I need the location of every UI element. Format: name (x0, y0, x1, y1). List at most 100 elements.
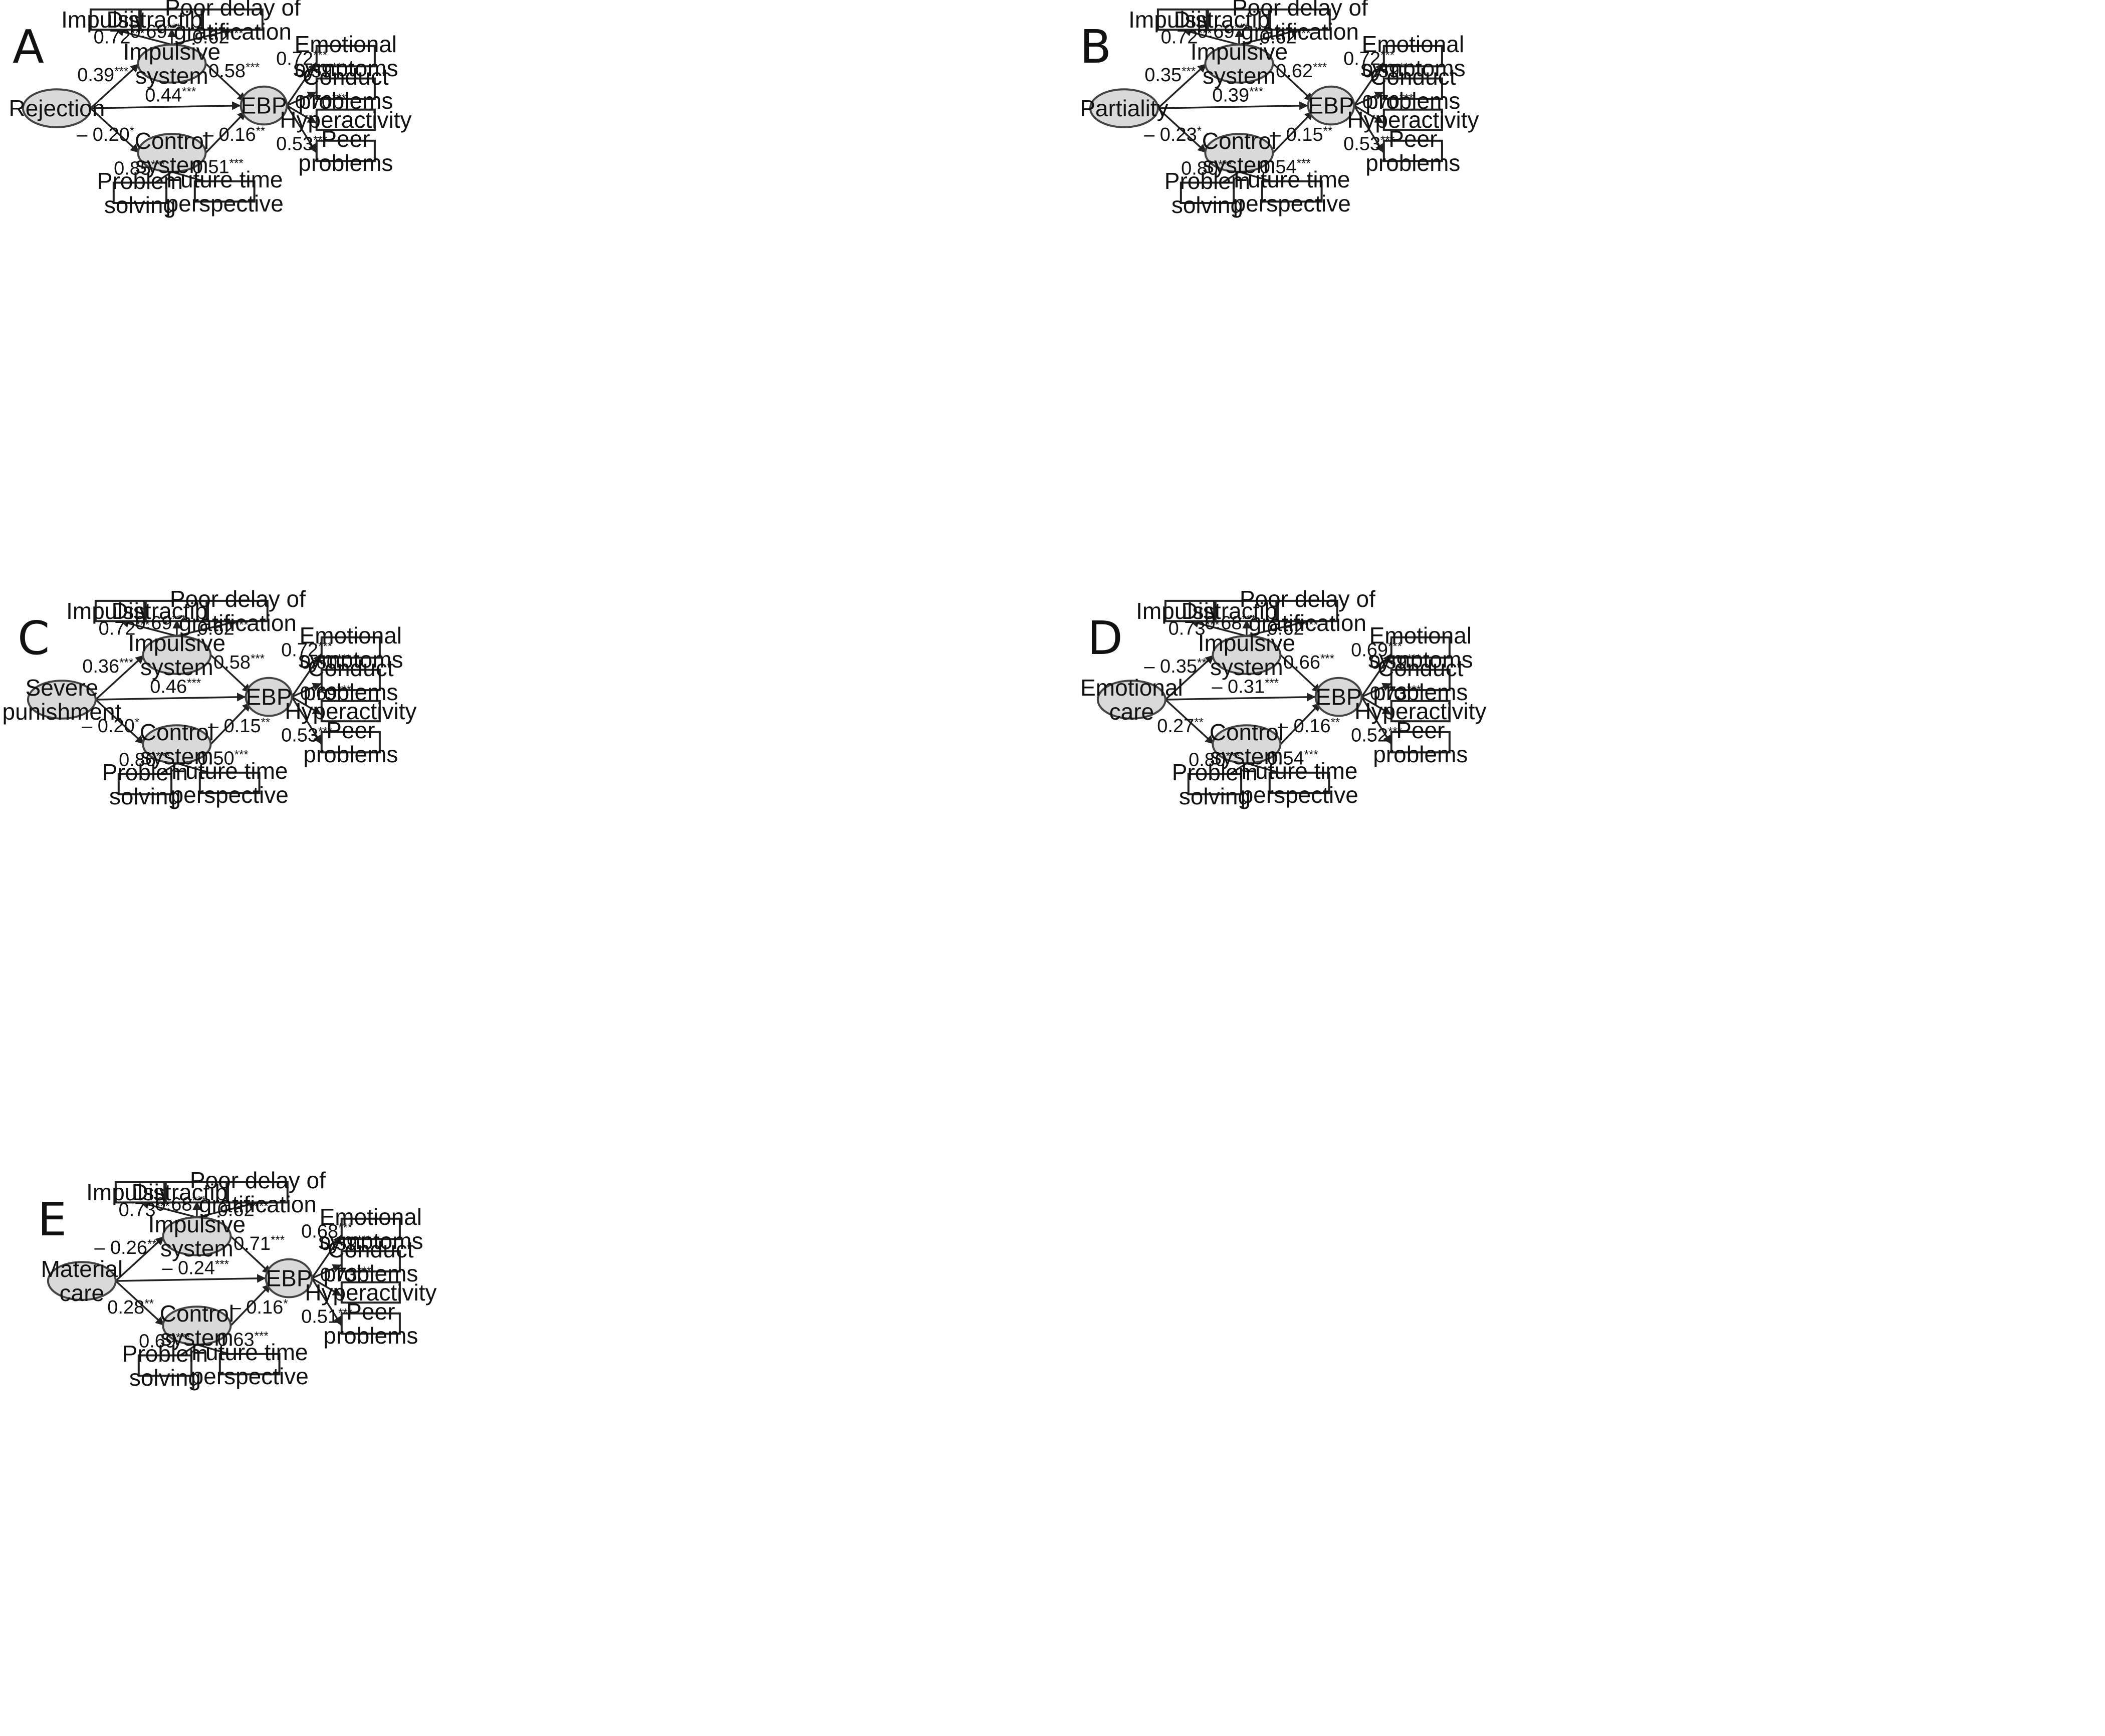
future-time-text-2: perspective (171, 782, 289, 808)
arrow-imp-impulsivity (1182, 28, 1240, 46)
emotional-symptoms-text-2: symptoms (318, 1228, 423, 1254)
emotional-symptoms-box (1382, 45, 1443, 68)
coef-predictor-impulsive: – 0.35*** (1144, 656, 1211, 677)
coef-impulsive-ebp: 0.71*** (233, 1233, 285, 1254)
future-time-text-1: Future time (166, 166, 283, 192)
arrow-predictor-ebp (95, 693, 246, 702)
arrow-ebp-emotional (311, 1234, 343, 1279)
peer-problems-text-1: Peer (1396, 717, 1445, 743)
peer-problems-text-1: Peer (346, 1298, 395, 1325)
arrow-imp-poor-delay (1246, 619, 1308, 637)
arrow-ebp-conduct (286, 91, 317, 107)
distractibility-box (139, 8, 203, 31)
coef-distractibility: 0.68*** (1205, 613, 1256, 634)
control-system-ellipse (137, 133, 207, 173)
control-system-ellipse (1212, 724, 1282, 764)
arrow-ebp-conduct (291, 683, 322, 698)
coef-predictor-ebp: – 0.31*** (1212, 677, 1279, 698)
coef-conduct: 0.60*** (300, 652, 351, 673)
arrow-ebp-hyperactivity (286, 105, 317, 124)
distractibility-box (1207, 8, 1270, 31)
impulsive-system-text-1: Impulsive (128, 630, 225, 656)
arrow-predictor-impulsive (115, 1235, 165, 1282)
ebp-text-1: EBP (1315, 684, 1361, 710)
impulsive-system-text-1: Impulsive (1191, 39, 1288, 65)
impulsive-system-text-2: system (135, 63, 208, 89)
coef-predictor-ebp: – 0.24*** (162, 1258, 229, 1279)
hyperactivity-box (315, 108, 376, 131)
conduct-problems-text-1: Conduct (308, 655, 394, 681)
arrow-ebp-peer (1360, 696, 1392, 745)
impulsive-system-text-2: system (1203, 63, 1276, 89)
problem-solving-box (112, 181, 168, 204)
poor-delay-box (227, 1181, 289, 1204)
arrow-imp-poor-delay (1239, 28, 1300, 46)
arrow-predictor-control (95, 699, 145, 745)
coef-emotional: 0.69*** (1351, 640, 1402, 661)
peer-problems-text-1: Peer (321, 126, 370, 152)
coef-impulsivity: 0.72*** (99, 618, 150, 639)
future-time-box (1261, 180, 1323, 203)
poor-delay-text-1: Poor delay of (165, 0, 301, 21)
arrow-ebp-emotional (1353, 62, 1385, 106)
coef-poor-delay: 0.62*** (1267, 618, 1318, 639)
emotional-symptoms-box (320, 636, 381, 659)
future-time-box (1268, 771, 1330, 794)
arrow-imp-poor-delay (176, 619, 238, 637)
hyperactivity-box (320, 700, 381, 723)
poor-delay-text-1: Poor delay of (1240, 586, 1375, 612)
future-time-box (198, 771, 261, 794)
coef-predictor-control: – 0.20* (77, 124, 134, 145)
impulsive-system-text-2: system (160, 1235, 233, 1261)
arrow-impulsive-ebp (1272, 63, 1314, 102)
arrow-predictor-ebp (1165, 693, 1316, 702)
coef-control-ebp: – 0.16** (1278, 716, 1340, 737)
peer-problems-text-2: problems (323, 1323, 418, 1349)
coef-control-ebp: – 0.16** (203, 124, 265, 145)
arrow-imp-poor-delay (171, 28, 233, 46)
coef-predictor-ebp: 0.39*** (1212, 85, 1263, 106)
arrow-predictor-control (1164, 699, 1215, 745)
control-system-text-1: Control (140, 719, 214, 745)
coef-impulsive-ebp: 0.58*** (213, 652, 265, 673)
future-time-text-2: perspective (1233, 190, 1351, 216)
arrow-ebp-peer (286, 105, 318, 154)
impulsive-system-text-2: system (1210, 654, 1283, 680)
coef-control-ebp: – 0.16* (230, 1297, 288, 1318)
conduct-problems-box (340, 1250, 401, 1273)
coef-predictor-ebp: 0.46*** (150, 677, 201, 698)
coef-future-time: 0.54*** (1267, 748, 1318, 769)
arrow-predictor-impulsive (95, 654, 145, 701)
control-system-text-1: Control (160, 1300, 234, 1327)
future-time-box (193, 180, 256, 203)
coef-predictor-impulsive: 0.36*** (82, 656, 133, 677)
peer-problems-box (1390, 731, 1451, 754)
peer-problems-text-2: problems (303, 741, 398, 767)
coef-problem-solving: 0.86*** (119, 749, 170, 770)
control-system-text-2: system (140, 743, 213, 769)
poor-delay-text-2: gratification (199, 1191, 317, 1217)
arrow-ebp-hyperactivity (1353, 105, 1384, 124)
panel-letter: C (18, 611, 50, 665)
impulsive-system-ellipse (1212, 635, 1282, 675)
hyperactivity-text-1: Hyperactivity (1354, 698, 1486, 724)
poor-delay-text-2: gratification (1249, 610, 1366, 636)
coef-impulsivity: 0.72*** (94, 27, 145, 48)
control-system-text-2: system (1210, 743, 1283, 769)
coef-predictor-ebp: 0.44*** (145, 85, 196, 106)
predictor-text-2: care (1109, 699, 1154, 725)
predictor-text-1: Severe (26, 675, 99, 701)
poor-delay-text-1: Poor delay of (1232, 0, 1368, 21)
control-system-text-1: Control (135, 128, 209, 154)
conduct-problems-box (320, 669, 381, 692)
coef-predictor-control: – 0.23* (1144, 124, 1202, 145)
arrow-control-ebp (1280, 702, 1322, 745)
impulsive-system-ellipse (162, 1216, 232, 1256)
problem-solving-text-2: solving (1179, 783, 1251, 809)
coef-impulsive-ebp: 0.58*** (208, 61, 260, 82)
coef-peer: 0.53*** (1343, 134, 1394, 155)
coef-predictor-impulsive: 0.39*** (77, 65, 128, 86)
coef-predictor-control: 0.28** (107, 1297, 154, 1318)
